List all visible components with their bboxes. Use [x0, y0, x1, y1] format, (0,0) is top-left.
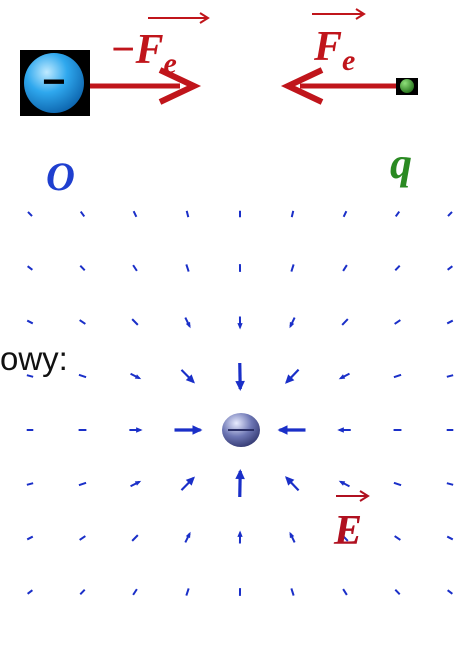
- field-arrow-shaft: [185, 588, 190, 596]
- field-arrow-shaft: [290, 588, 295, 596]
- field-arrow-shaft: [394, 265, 401, 271]
- field-arrow-shaft: [26, 319, 34, 325]
- field-arrow-shaft: [26, 374, 34, 378]
- field-arrow-shaft: [26, 482, 34, 486]
- field-arrow-shaft: [78, 481, 87, 487]
- field-arrow-head: [185, 476, 195, 486]
- field-arrow-shaft: [394, 319, 401, 325]
- field-arrow-head: [289, 531, 295, 539]
- field-arrow-shaft: [79, 210, 86, 218]
- svg-text:−Fe: −Fe: [110, 27, 177, 80]
- field-arrow-shaft: [341, 534, 349, 542]
- field-arrow-head: [285, 374, 295, 384]
- reaction-force-label: −Fe: [110, 12, 210, 80]
- field-arrow-shaft: [79, 535, 86, 541]
- field-arrow-head: [277, 425, 288, 435]
- field-symbol: E: [333, 508, 362, 554]
- field-arrow-head: [338, 374, 346, 380]
- field-arrow-shaft: [27, 211, 33, 217]
- field-arrow-shaft: [27, 265, 33, 271]
- field-arrow-shaft: [131, 318, 139, 326]
- central-charge: [222, 413, 260, 447]
- field-arrow-shaft: [447, 211, 453, 217]
- field-arrow-shaft: [132, 264, 138, 272]
- force-symbol: F: [313, 24, 342, 70]
- field-arrow-shaft: [447, 589, 453, 595]
- field-arrow-head: [185, 321, 191, 329]
- field-arrow-head: [338, 480, 346, 486]
- field-arrow-head: [237, 530, 243, 537]
- field-arrow-shaft: [79, 589, 86, 595]
- field-arrow-shaft: [185, 210, 190, 218]
- field-arrow-shaft: [132, 588, 138, 596]
- field-arrows: [26, 210, 454, 596]
- reaction-force-subscript: e: [163, 47, 176, 80]
- field-arrow-shaft: [79, 265, 86, 271]
- field-arrow-shaft: [290, 264, 295, 272]
- reaction-force-arrow: [90, 67, 202, 105]
- source-charge: −: [20, 50, 90, 116]
- field-arrow-shaft: [290, 210, 295, 218]
- field-arrow-shaft: [446, 482, 454, 486]
- field-arrow-shaft: [342, 588, 348, 596]
- field-arrow-head: [235, 380, 245, 391]
- field-arrow-shaft: [342, 210, 348, 218]
- field-arrow-head: [185, 374, 195, 384]
- field-arrow-shaft: [394, 535, 401, 541]
- field-arrow-shaft: [79, 319, 86, 325]
- field-arrow-head: [285, 476, 295, 486]
- field-arrow-head: [185, 531, 191, 539]
- field-arrow-shaft: [394, 210, 401, 218]
- field-arrow-shaft: [78, 373, 87, 379]
- field-arrow-head: [192, 425, 203, 435]
- field-arrow-shaft: [131, 534, 139, 542]
- field-arrow-head: [337, 427, 344, 433]
- test-charge-label: q: [390, 139, 412, 188]
- field-arrow-shaft: [342, 264, 348, 272]
- field-arrow-shaft: [447, 265, 453, 271]
- field-arrow-shaft: [132, 210, 138, 218]
- field-label: E: [333, 490, 370, 554]
- force-label: Fe: [312, 8, 366, 77]
- field-arrow-shaft: [446, 535, 454, 541]
- field-arrow-shaft: [185, 264, 190, 272]
- body-text-fragment: owy:: [0, 340, 68, 377]
- field-arrow-head: [237, 323, 243, 330]
- field-arrow-shaft: [393, 481, 402, 487]
- source-label: O: [46, 154, 75, 199]
- field-arrow-shaft: [446, 319, 454, 325]
- field-arrow-shaft: [26, 535, 34, 541]
- field-arrow-head: [136, 427, 143, 433]
- field-arrow-shaft: [393, 373, 402, 379]
- field-arrow-head: [134, 374, 142, 380]
- svg-text:Fe: Fe: [313, 24, 355, 77]
- field-arrow-shaft: [446, 374, 454, 378]
- force-arrow: [280, 67, 396, 105]
- field-arrow-head: [289, 321, 295, 329]
- force-subscript: e: [342, 44, 355, 77]
- field-arrow-shaft: [394, 589, 401, 595]
- field-arrow-head: [134, 480, 142, 486]
- field-arrow-head: [235, 469, 245, 480]
- test-charge: [396, 78, 418, 95]
- field-arrow-shaft: [27, 589, 33, 595]
- source-charge-sign: −: [42, 60, 65, 104]
- reaction-force-symbol: −F: [110, 27, 163, 73]
- field-arrow-shaft: [341, 318, 349, 326]
